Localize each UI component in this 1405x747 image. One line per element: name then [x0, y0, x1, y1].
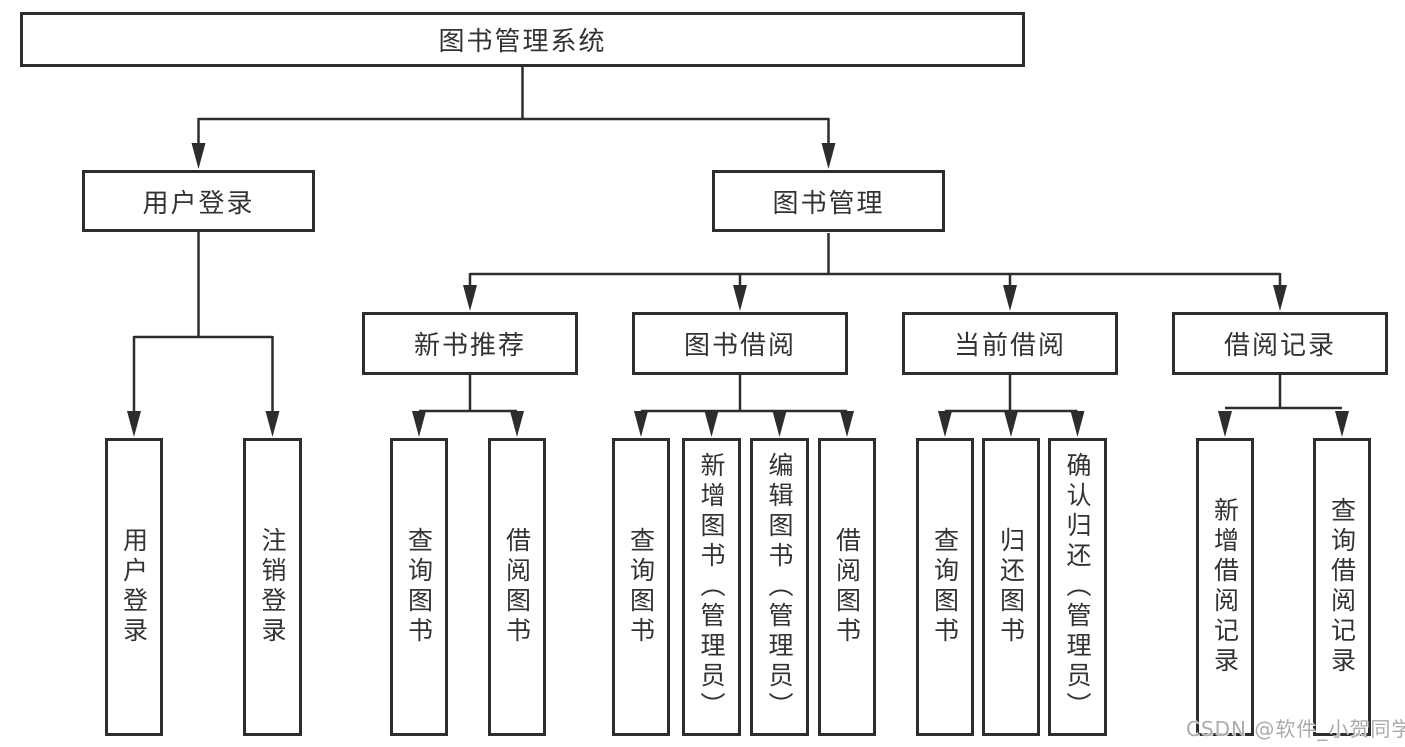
connector-record-to-leaves: [1218, 375, 1349, 437]
leaf-newbook-borrow-books: 借阅图书: [488, 438, 546, 736]
leaf-query-borrow-record: 查询借阅记录: [1313, 438, 1371, 736]
leaf-logout: 注销登录: [243, 438, 302, 736]
leaf-borrow-books: 借阅图书: [818, 438, 876, 736]
leaf-query-borrow-record-label: 查询借阅记录: [1327, 497, 1357, 677]
node-book-borrow-label: 图书借阅: [683, 331, 796, 361]
leaf-borrow-query-books: 查询图书: [612, 438, 670, 736]
leaf-add-borrow-record: 新增借阅记录: [1196, 438, 1254, 736]
leaf-edit-books-admin: 编辑图书（管理员）: [750, 438, 809, 736]
leaf-confirm-return-admin-label: 确认归还（管理员）: [1063, 452, 1092, 722]
leaf-add-books-admin: 新增图书（管理员）: [682, 438, 741, 736]
leaf-add-books-admin-label: 新增图书（管理员）: [697, 452, 726, 722]
connector-newbook-to-leaves: [412, 375, 524, 437]
leaf-newbook-query-books-label: 查询图书: [404, 527, 434, 647]
leaf-newbook-query-books: 查询图书: [390, 438, 448, 736]
connector-bookmgmt-to-level3: [463, 233, 1287, 311]
leaf-borrow-query-books-label: 查询图书: [626, 527, 656, 647]
connector-bookborrow-to-leaves: [634, 375, 854, 437]
node-current-borrow-label: 当前借阅: [953, 331, 1066, 361]
leaf-edit-books-admin-label: 编辑图书（管理员）: [765, 452, 794, 722]
leaf-user-login: 用户登录: [105, 438, 163, 736]
node-new-book-recommend: 新书推荐: [362, 312, 578, 375]
node-book-borrow: 图书借阅: [632, 312, 848, 375]
node-borrow-records: 借阅记录: [1172, 312, 1388, 375]
leaf-current-query-books: 查询图书: [916, 438, 974, 736]
node-new-book-recommend-label: 新书推荐: [413, 331, 526, 361]
leaf-newbook-borrow-books-label: 借阅图书: [502, 527, 532, 647]
node-book-management: 图书管理: [712, 170, 945, 232]
leaf-return-books: 归还图书: [982, 438, 1040, 736]
leaf-logout-label: 注销登录: [258, 527, 287, 647]
node-current-borrow: 当前借阅: [902, 312, 1118, 375]
node-user-login: 用户登录: [82, 170, 315, 232]
node-root-system: 图书管理系统: [20, 12, 1025, 67]
node-root-label: 图书管理系统: [438, 27, 607, 57]
leaf-borrow-books-label: 借阅图书: [832, 527, 862, 647]
node-book-management-label: 图书管理: [772, 188, 885, 219]
leaf-return-books-label: 归还图书: [996, 527, 1026, 647]
node-borrow-records-label: 借阅记录: [1223, 331, 1336, 361]
leaf-confirm-return-admin: 确认归还（管理员）: [1048, 438, 1107, 736]
leaf-user-login-label: 用户登录: [119, 527, 149, 647]
connector-curborrow-to-leaves: [938, 375, 1085, 437]
connector-userlogin-to-leaves: [127, 232, 280, 437]
connector-root-to-level2: [191, 67, 836, 169]
leaf-add-borrow-record-label: 新增借阅记录: [1210, 497, 1240, 677]
leaf-current-query-books-label: 查询图书: [930, 527, 960, 647]
csdn-watermark: CSDN @软件_小贺同学: [1186, 717, 1405, 741]
node-user-login-label: 用户登录: [142, 188, 255, 219]
